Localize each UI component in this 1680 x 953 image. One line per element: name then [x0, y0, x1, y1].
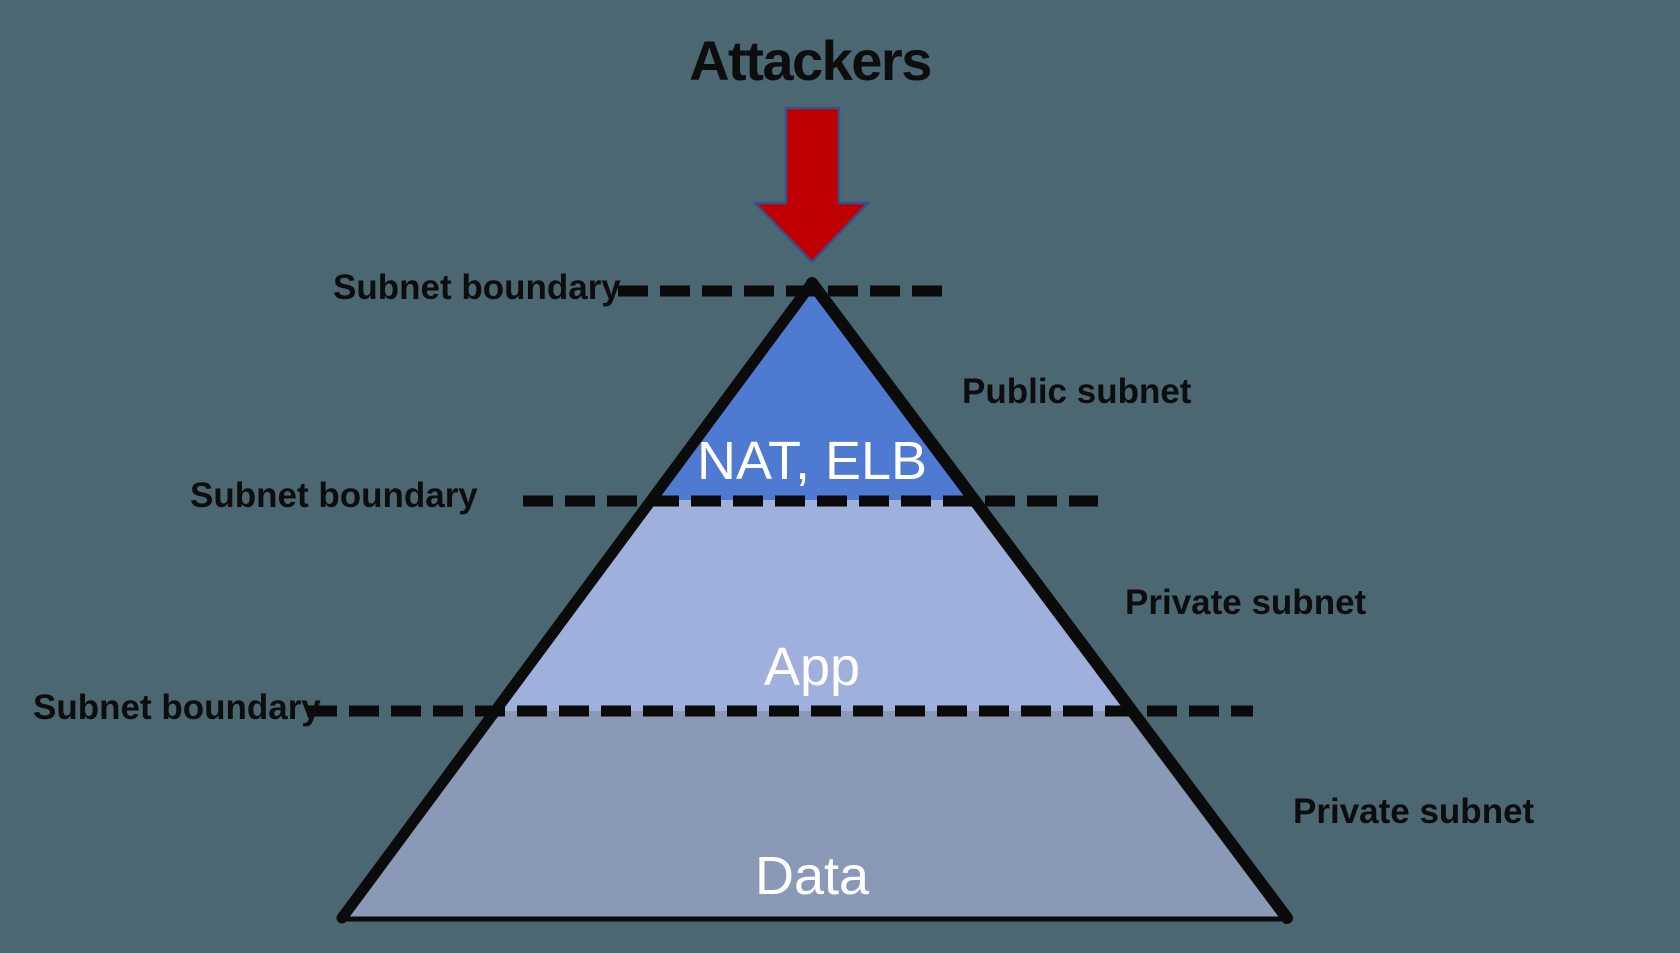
subnet-boundary-label-1: Subnet boundary — [333, 268, 621, 307]
subnet-boundary-label-2: Subnet boundary — [190, 476, 478, 515]
private-subnet-label-1: Private subnet — [1125, 583, 1367, 622]
pyramid-layer-data — [342, 711, 1287, 918]
pyramid-right-edge — [806, 277, 1293, 924]
public-subnet-label: Public subnet — [962, 372, 1192, 411]
tier-label-app: App — [763, 637, 861, 697]
pyramid-layer-public — [651, 283, 974, 500]
pyramid-left-edge — [336, 277, 818, 924]
private-subnet-label-2: Private subnet — [1293, 792, 1535, 831]
attacker-arrow-icon — [753, 106, 870, 264]
pyramid-layer-app — [496, 500, 1131, 711]
tier-label-nat-elb: NAT, ELB — [696, 431, 928, 491]
tier-label-data: Data — [754, 846, 870, 906]
subnet-boundary-label-3: Subnet boundary — [33, 688, 321, 727]
attackers-label: Attackers — [689, 29, 932, 92]
